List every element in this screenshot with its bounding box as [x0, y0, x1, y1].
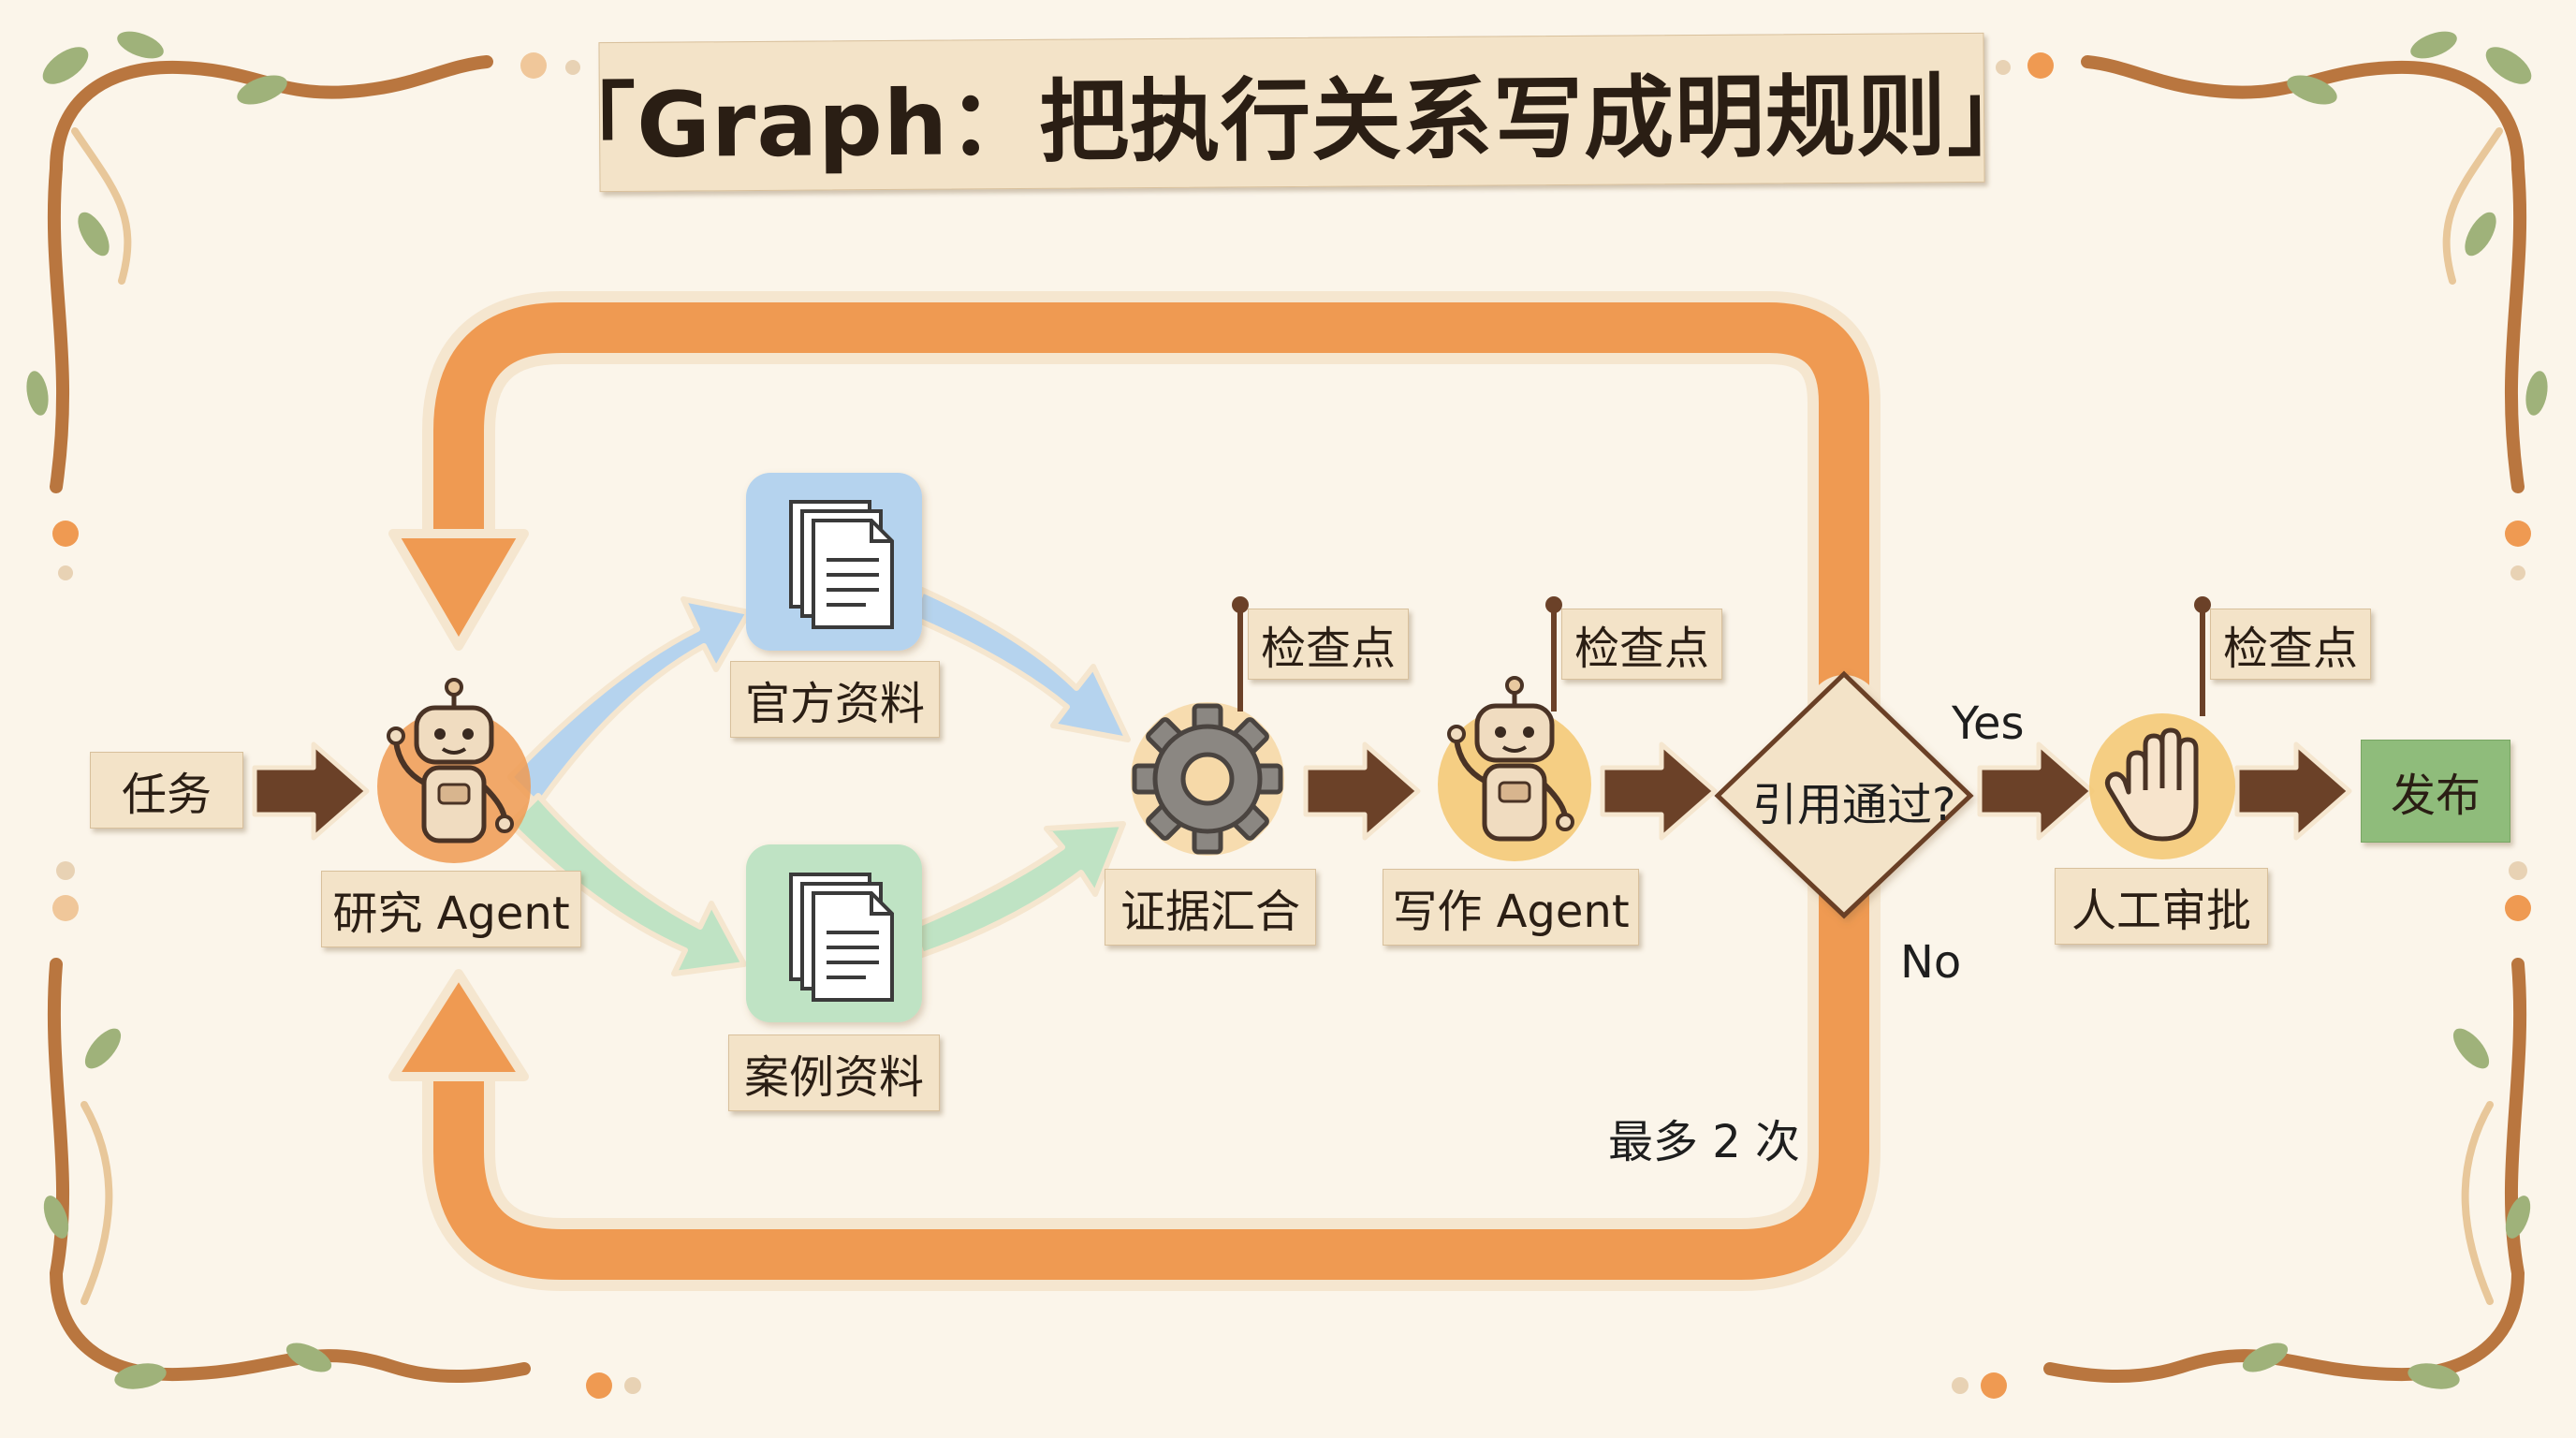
- case-docs-label: 案例资料: [728, 1034, 940, 1111]
- arrow-merge-to-writing: [1303, 741, 1421, 841]
- retry-loop-arrow: [422, 291, 1881, 1291]
- checkpoint-flag-merge: 检查点: [1248, 609, 1409, 680]
- arrow-task-to-research: [252, 741, 370, 841]
- arrow-writing-to-check: [1600, 741, 1718, 841]
- yes-label: Yes: [1952, 697, 2025, 750]
- retry-limit-label: 最多 2 次: [1608, 1116, 1801, 1168]
- citation-check-label: 引用通过?: [1752, 779, 1956, 831]
- citation-check-decision: [1714, 670, 1974, 919]
- documents-icon: [789, 500, 894, 629]
- official-docs-node: [746, 473, 922, 651]
- flag-icon: [2194, 596, 2211, 716]
- arrow-to-official: [507, 596, 752, 808]
- flag-icon: [1232, 596, 1249, 712]
- arrow-review-to-publish: [2234, 741, 2352, 841]
- loop-arrowhead-down: [388, 529, 529, 651]
- hand-icon: [2104, 727, 2199, 842]
- loop-arrowhead-up: [388, 969, 529, 1081]
- gear-icon: [1132, 703, 1283, 855]
- publish-node: 发布: [2361, 740, 2510, 843]
- page-title: 「Graph：把执行关系写成明规则」: [546, 32, 2038, 193]
- documents-icon: [789, 873, 894, 1002]
- dot-decoration: [52, 52, 2531, 1399]
- leaf-decoration: [26, 31, 2548, 1389]
- writing-agent-label: 写作 Agent: [1383, 869, 1639, 946]
- checkpoint-flag-writing: 检查点: [1561, 609, 1722, 680]
- writing-agent-node: [1438, 678, 1591, 861]
- no-label: No: [1900, 936, 1962, 989]
- arrow-official-to-merge: [910, 587, 1131, 742]
- research-agent-node: [377, 680, 531, 863]
- human-review-label: 人工审批: [2055, 868, 2268, 945]
- evidence-merge-label: 证据汇合: [1105, 869, 1316, 946]
- human-review-node: [2089, 713, 2235, 859]
- task-label: 任务: [90, 752, 243, 829]
- arrow-case-to-merge: [910, 821, 1126, 958]
- official-docs-label: 官方资料: [730, 661, 940, 738]
- case-docs-node: [746, 844, 922, 1022]
- research-agent-label: 研究 Agent: [321, 871, 581, 947]
- evidence-merge-node: [1131, 702, 1284, 856]
- flag-icon: [1545, 596, 1562, 712]
- checkpoint-flag-review: 检查点: [2210, 609, 2371, 680]
- arrow-yes-to-review: [1977, 741, 2095, 841]
